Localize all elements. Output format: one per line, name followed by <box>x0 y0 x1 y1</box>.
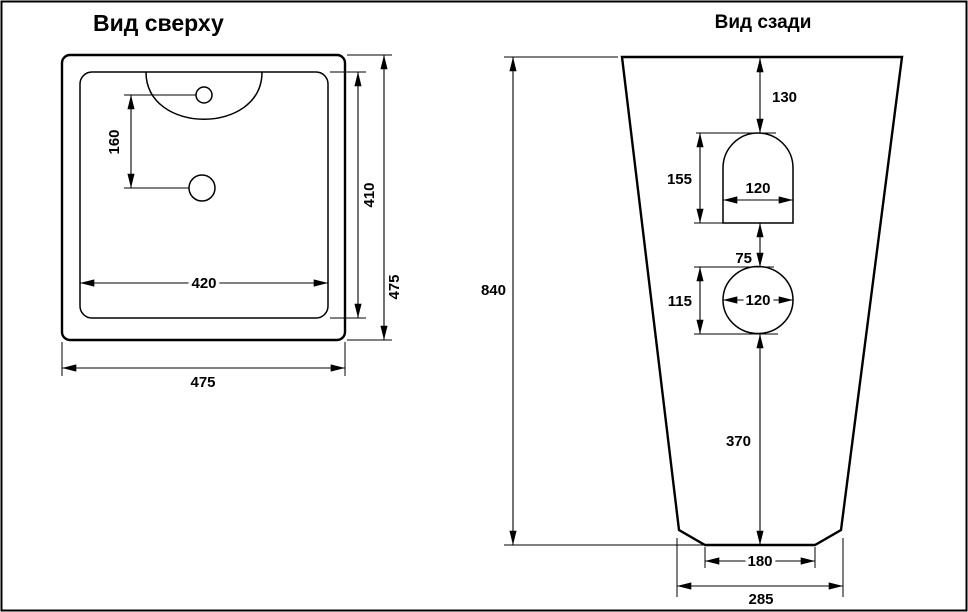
dim-label-gap: 75 <box>735 250 752 267</box>
dim-label-base-width: 180 <box>747 553 772 570</box>
pedestal-outline <box>620 55 904 547</box>
dim-label-lower-height: 370 <box>726 433 751 450</box>
dim-label-top-offset: 130 <box>772 89 797 106</box>
dim-label-foot-width: 285 <box>748 591 773 608</box>
dim-label-total-height: 840 <box>481 282 506 299</box>
dim-label-inner-width: 420 <box>191 275 216 292</box>
rear-view-title: Вид сзади <box>715 12 812 33</box>
faucet-hole <box>195 86 213 104</box>
arch-cutout <box>722 132 794 224</box>
dim-label-hole-spacing: 160 <box>106 129 123 154</box>
dim-label-hole-height: 115 <box>668 293 692 310</box>
dim-label-inner-depth: 410 <box>361 182 378 207</box>
dim-label-arch-height: 155 <box>667 171 692 188</box>
dim-label-outer-width: 475 <box>190 374 215 391</box>
dim-label-outer-depth: 475 <box>386 274 403 299</box>
dim-label-arch-width: 120 <box>745 180 770 197</box>
top-view-basin <box>79 71 329 319</box>
top-view-title: Вид сверху <box>93 10 224 36</box>
top-view-outer-rim <box>60 53 347 342</box>
dim-label-hole-width: 120 <box>745 292 770 309</box>
overflow-arc <box>145 71 263 120</box>
drain-hole <box>188 174 216 202</box>
